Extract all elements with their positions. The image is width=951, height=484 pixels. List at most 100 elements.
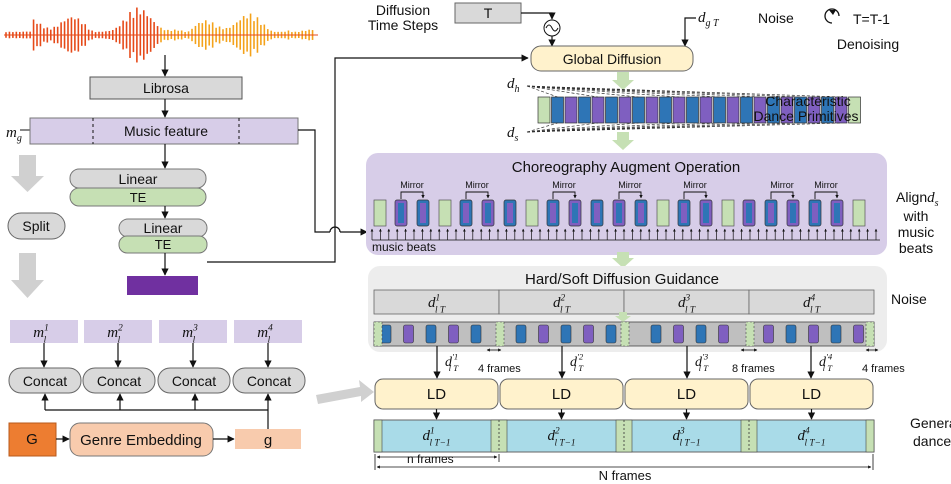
- ld-label-3: LD: [677, 386, 696, 403]
- time-embedding-output: [127, 276, 198, 295]
- mirror-label-7: Mirror: [814, 180, 838, 190]
- overlap-region-1: [495, 321, 505, 347]
- choreo-green-1: [373, 199, 387, 227]
- frames-marker-4b: 4 frames: [862, 363, 905, 375]
- generated-end: [865, 419, 875, 453]
- g-box: [8, 422, 57, 457]
- dance-primitives: [526, 85, 861, 133]
- g-box-label: G: [26, 431, 38, 448]
- align-line4: beats: [899, 240, 933, 256]
- global-diffusion-label: Global Diffusion: [563, 51, 662, 67]
- primitive-3: [564, 96, 578, 124]
- guided-primitive-22: [853, 324, 864, 344]
- choreo-green-23: [852, 199, 866, 227]
- diffusion-time-steps-line1: Diffusion: [376, 2, 430, 18]
- primitive-15: [726, 96, 740, 124]
- primitive-10: [659, 96, 672, 124]
- guided-primitive-3: [425, 324, 437, 344]
- split-label: Split: [22, 218, 49, 234]
- loop-icon: [824, 8, 840, 24]
- te-label-1: TE: [130, 190, 147, 205]
- noise-label-top: Noise: [758, 10, 794, 26]
- choreo-green-8: [525, 199, 539, 227]
- overlap-start: [373, 321, 383, 347]
- te-label-2: TE: [155, 237, 172, 252]
- choreography-title: Choreography Augment Operation: [512, 159, 740, 176]
- mirror-label-3: Mirror: [552, 180, 576, 190]
- overlap-end: [865, 321, 875, 347]
- choreo-green-4: [438, 199, 452, 227]
- global-diffusion-box: [530, 45, 694, 72]
- N-frames-label: N frames: [599, 468, 652, 483]
- diffusion-time-steps-line2: Time Steps: [368, 17, 438, 33]
- primitive-18: [767, 96, 780, 124]
- guided-primitive-16: [718, 324, 729, 344]
- characteristic-line1: Characteristic: [765, 93, 851, 109]
- guided-primitive-14: [673, 324, 684, 344]
- down-arrow-green-2: [612, 132, 634, 150]
- linear-label-1: Linear: [119, 171, 158, 187]
- guided-primitive-8: [538, 324, 549, 344]
- generated-line2: dance: [913, 433, 951, 449]
- ld-label-2: LD: [552, 386, 571, 403]
- mirror-label-5: Mirror: [683, 180, 707, 190]
- ld-label-4: LD: [802, 386, 821, 403]
- primitive-16: [740, 96, 753, 124]
- ml-box-3: [159, 320, 227, 343]
- noise-segment-3: [623, 289, 750, 315]
- concat-label-4: Concat: [247, 373, 291, 389]
- down-arrow-from-split: [11, 253, 44, 298]
- t-box-label: T: [484, 5, 493, 21]
- concat-label-3: Concat: [172, 373, 216, 389]
- primitive-2: [551, 96, 564, 124]
- mirror-label-6: Mirror: [770, 180, 794, 190]
- primitive-7: [618, 96, 632, 124]
- down-arrow-green-3: [612, 252, 634, 268]
- overlap-region-2: [620, 321, 630, 347]
- te-block-2: [118, 235, 208, 254]
- primitive-8: [632, 96, 645, 124]
- dh-label: dh: [507, 76, 520, 95]
- concat-label-1: Concat: [23, 373, 67, 389]
- ml-box-1: [10, 320, 78, 343]
- guided-primitive-4: [448, 324, 459, 344]
- primitive-11: [672, 96, 686, 124]
- music-feature-box: [29, 117, 299, 145]
- denoise-equation: T=T-1: [853, 11, 890, 27]
- frames-marker-4a: 4 frames: [478, 363, 521, 375]
- noise-segment-4: [748, 289, 875, 315]
- primitive-6: [605, 96, 618, 124]
- primitive-1: [537, 96, 551, 124]
- guided-primitive-13: [650, 324, 662, 344]
- primitive-22: [821, 96, 834, 124]
- guided-primitive-1: [380, 324, 392, 344]
- primitive-12: [686, 96, 699, 124]
- te-block-1: [69, 187, 207, 207]
- concat-box-1: [8, 367, 82, 394]
- small-down-arrow: [615, 312, 631, 322]
- guided-primitive-11: [605, 324, 617, 344]
- guided-primitive-9: [560, 324, 572, 344]
- n-frames-label: n frames: [407, 452, 454, 466]
- guidance-title: Hard/Soft Diffusion Guidance: [525, 271, 719, 288]
- concat-box-2: [82, 367, 156, 394]
- guided-primitive-15: [695, 324, 707, 344]
- mirror-label-2: Mirror: [465, 180, 489, 190]
- primitive-23: [834, 96, 848, 124]
- audio-waveform: [4, 7, 318, 63]
- choreography-panel: [366, 153, 887, 255]
- primitive-14: [713, 96, 726, 124]
- mirror-label-1: Mirror: [400, 180, 424, 190]
- frames-marker-8: 8 frames: [732, 363, 775, 375]
- genre-embedding-label: Genre Embedding: [80, 432, 202, 449]
- primitive-9: [645, 96, 659, 124]
